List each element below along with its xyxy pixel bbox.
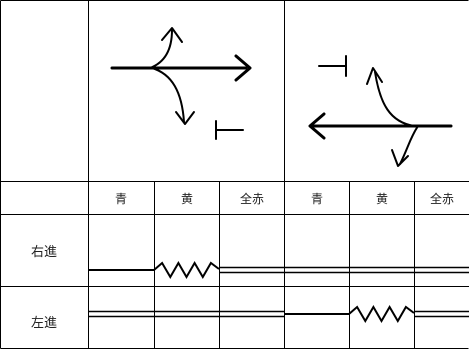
signal-zigzag-line (153, 261, 220, 279)
left-turn-right-arrowhead (175, 111, 195, 125)
row-label-left: 左進 (31, 316, 57, 331)
right-through-arrowhead (308, 112, 326, 140)
phase-header-row: 青 黄 全赤 青 黄 全赤 (115, 191, 454, 206)
phase-header-4: 青 (311, 192, 323, 206)
phase-header-2: 黄 (181, 192, 193, 206)
row-label-right: 右進 (31, 245, 57, 260)
left-turn-right-shaft (151, 67, 185, 123)
right-panel-arrows (308, 55, 453, 167)
right-turn-up-shaft (374, 71, 415, 127)
phase-header-5: 黄 (376, 192, 388, 206)
right-turn-down-arrowhead (391, 149, 409, 167)
phase-header-6: 全赤 (430, 191, 454, 206)
right-turn-up-arrowhead (366, 67, 383, 85)
phase-header-3: 全赤 (240, 191, 264, 206)
signal-timelines (89, 261, 469, 323)
phase-header-1: 青 (115, 192, 127, 206)
left-turn-left-shaft (149, 29, 173, 69)
left-through-arrowhead (234, 54, 252, 82)
left-turn-left-arrowhead (161, 27, 183, 43)
signal-zigzag-line (348, 305, 415, 323)
right-turn-down-shaft (399, 125, 419, 165)
left-panel-arrows (110, 27, 252, 140)
